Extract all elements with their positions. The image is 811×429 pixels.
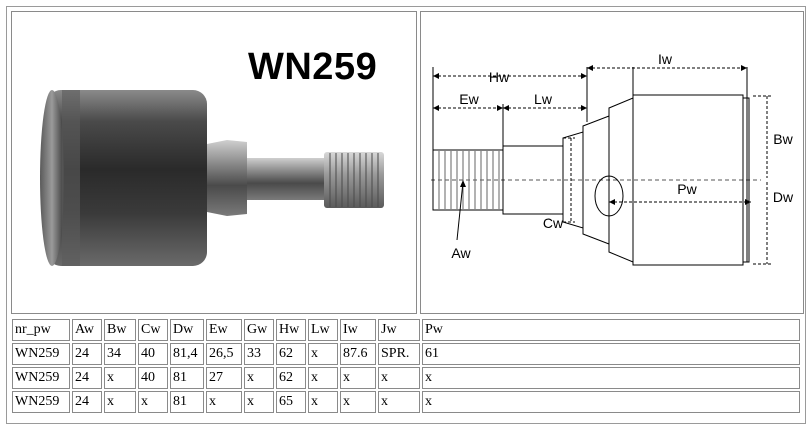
cell-aw: 24 — [72, 343, 102, 365]
header-hw: Hw — [276, 319, 306, 341]
label-dw: Dw — [773, 189, 794, 205]
header-nr-pw: nr_pw — [12, 319, 70, 341]
label-iw: Iw — [658, 51, 673, 67]
spec-table: nr_pw Aw Bw Cw Dw Ew Gw Hw Lw Iw Jw Pw W… — [10, 317, 802, 415]
cell-hw: 62 — [276, 367, 306, 389]
cell-iw: x — [340, 367, 376, 389]
header-iw: Iw — [340, 319, 376, 341]
cell-gw: 33 — [244, 343, 274, 365]
cell-dw: 81 — [170, 391, 204, 413]
label-pw: Pw — [677, 181, 697, 197]
cell-jw: x — [378, 367, 420, 389]
cell-pw: x — [422, 391, 800, 413]
drawing-ball-window — [594, 175, 624, 217]
cell-hw: 65 — [276, 391, 306, 413]
cell-jw: x — [378, 391, 420, 413]
header-jw: Jw — [378, 319, 420, 341]
cell-pw: 61 — [422, 343, 800, 365]
dimension-drawing-panel: Hw Iw Ew Lw Bw Pw Dw Cw Aw — [420, 11, 804, 314]
cell-bw: x — [104, 367, 136, 389]
sheet-border — [6, 6, 806, 424]
housing-neck — [207, 140, 247, 216]
product-code-title: WN259 — [248, 46, 378, 88]
label-cw: Cw — [543, 215, 564, 231]
cell-jw: SPR. — [378, 343, 420, 365]
cell-ew: x — [206, 391, 242, 413]
cell-cw: x — [138, 391, 168, 413]
cell-ew: 26,5 — [206, 343, 242, 365]
table-row: WN259 24 x 40 81 27 x 62 x x x x — [12, 367, 800, 389]
cell-cw: 40 — [138, 343, 168, 365]
cell-hw: 62 — [276, 343, 306, 365]
cell-bw: 34 — [104, 343, 136, 365]
cell-nr-pw: WN259 — [12, 367, 70, 389]
cell-nr-pw: WN259 — [12, 391, 70, 413]
cell-dw: 81 — [170, 367, 204, 389]
header-gw: Gw — [244, 319, 274, 341]
housing-rim — [40, 90, 64, 266]
cell-dw: 81,4 — [170, 343, 204, 365]
table-row: WN259 24 34 40 81,4 26,5 33 62 x 87.6 SP… — [12, 343, 800, 365]
header-dw: Dw — [170, 319, 204, 341]
housing-body — [47, 90, 207, 266]
header-pw: Pw — [422, 319, 800, 341]
cell-bw: x — [104, 391, 136, 413]
table-row: WN259 24 x x 81 x x 65 x x x x — [12, 391, 800, 413]
cell-lw: x — [308, 343, 338, 365]
cell-cw: 40 — [138, 367, 168, 389]
header-bw: Bw — [104, 319, 136, 341]
cell-lw: x — [308, 367, 338, 389]
label-hw: Hw — [489, 69, 510, 85]
stub-shaft — [247, 158, 327, 200]
cv-joint-photo — [40, 90, 384, 266]
cell-gw: x — [244, 391, 274, 413]
header-cw: Cw — [138, 319, 168, 341]
spec-table-header-row: nr_pw Aw Bw Cw Dw Ew Gw Hw Lw Iw Jw Pw — [12, 319, 800, 341]
cell-iw: 87.6 — [340, 343, 376, 365]
cell-ew: 27 — [206, 367, 242, 389]
cell-nr-pw: WN259 — [12, 343, 70, 365]
cell-pw: x — [422, 367, 800, 389]
cell-iw: x — [340, 391, 376, 413]
cell-gw: x — [244, 367, 274, 389]
cell-aw: 24 — [72, 367, 102, 389]
product-photo-panel: WN259 — [11, 11, 417, 314]
cell-lw: x — [308, 391, 338, 413]
cell-aw: 24 — [72, 391, 102, 413]
label-bw: Bw — [773, 131, 793, 147]
dimension-diagram: Hw Iw Ew Lw Bw Pw Dw Cw Aw — [431, 51, 794, 266]
header-ew: Ew — [206, 319, 242, 341]
header-aw: Aw — [72, 319, 102, 341]
label-lw: Lw — [534, 91, 553, 107]
label-aw: Aw — [451, 245, 471, 261]
label-ew: Ew — [459, 91, 479, 107]
header-lw: Lw — [308, 319, 338, 341]
